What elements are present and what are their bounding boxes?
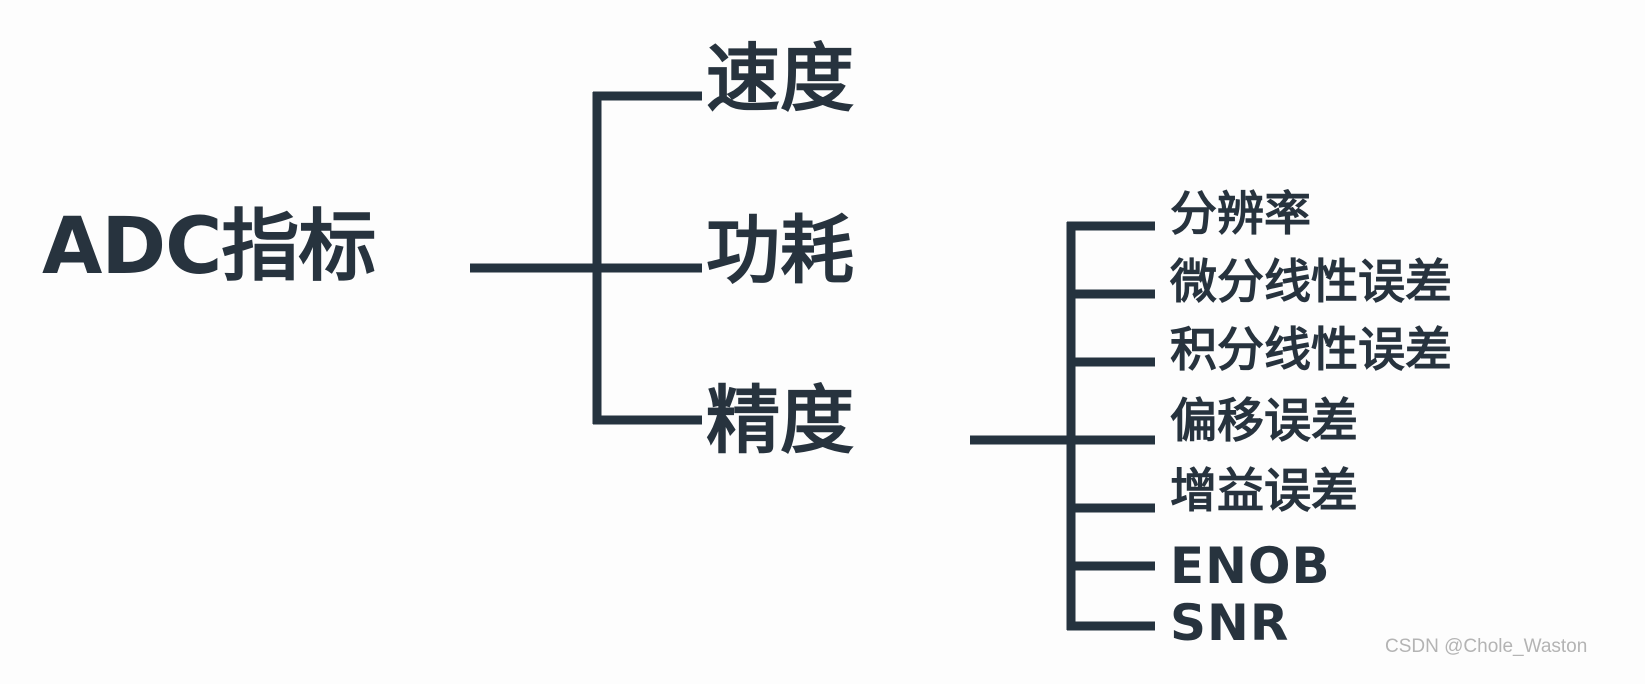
watermark: CSDN @Chole_Waston	[1385, 636, 1588, 657]
node-level3-gain-error: 增益误差	[1170, 464, 1358, 519]
node-level2-speed: 速度	[706, 36, 854, 122]
root-node-adc-metrics: ADC指标	[42, 202, 376, 292]
node-level3-enob: ENOB	[1170, 537, 1331, 595]
node-level3-offset-error: 偏移误差	[1170, 394, 1358, 449]
node-level2-accuracy: 精度	[706, 378, 854, 464]
node-level3-inl: 积分线性误差	[1170, 323, 1452, 378]
node-level3-resolution: 分辨率	[1170, 187, 1311, 242]
node-level3-dnl: 微分线性误差	[1170, 255, 1452, 310]
node-level3-snr: SNR	[1170, 594, 1290, 652]
node-level2-power: 功耗	[706, 208, 854, 294]
